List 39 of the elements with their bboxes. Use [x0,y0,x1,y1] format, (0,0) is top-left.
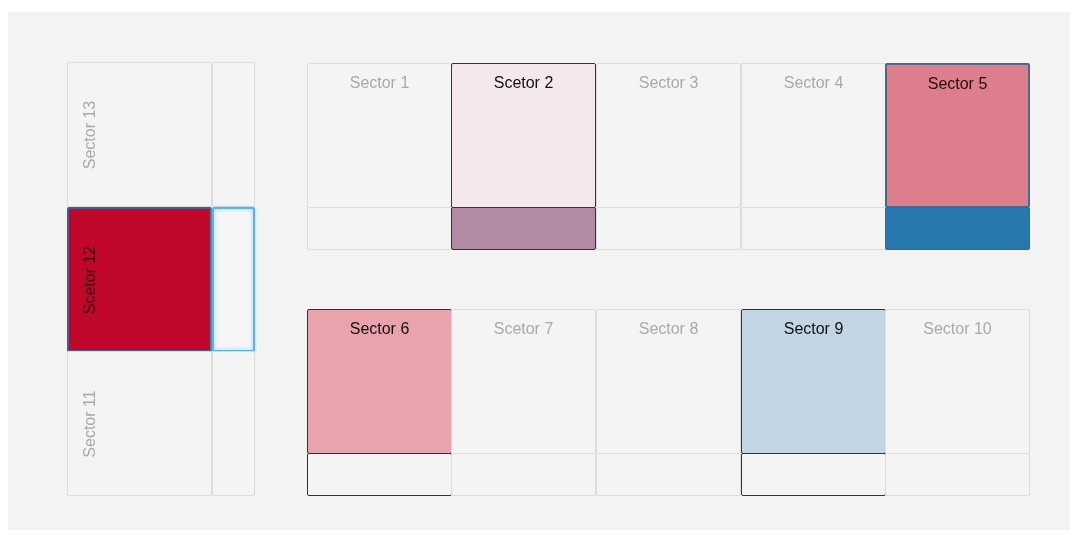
sector-label: Sector 5 [926,75,989,93]
sector-strip [451,453,596,496]
sector-box [741,309,886,454]
sector-box [741,63,886,208]
sector-box [67,351,212,496]
sector-strip [741,207,886,250]
sector-label: Sector 3 [637,74,700,92]
sector-strip [596,207,741,250]
sector-box [885,309,1030,454]
sector-box [885,63,1030,208]
sector-strip [212,351,255,496]
sector-label: Scetor 7 [492,320,555,338]
sector-label: Sector 9 [782,320,845,338]
sector-box [596,63,741,208]
sector-label: Scetor 2 [492,74,555,92]
sector-box [307,63,452,208]
sector-label: Sector 6 [348,320,411,338]
sector-strip [307,207,452,250]
sector-label: Sector 13 [80,100,99,169]
sector-box [67,207,212,352]
sector-strip [596,453,741,496]
sector-strip [212,207,255,352]
sector-box [451,309,596,454]
sector-box [307,309,452,454]
sector-strip [885,453,1030,496]
sector-label: Sector 10 [922,320,993,338]
sector-box [67,62,212,207]
sector-box [596,309,741,454]
sector-strip [741,453,886,496]
sector-label: Sector 4 [782,74,845,92]
sector-label: Sector 1 [348,74,411,92]
sector-strip [451,207,596,250]
sector-strip [307,453,452,496]
sector-label: Sector 11 [80,389,99,458]
sector-strip [885,207,1030,250]
sector-box [451,63,596,208]
sector-strip [212,62,255,207]
sector-label: Scetor 12 [80,245,99,314]
sector-label: Sector 8 [637,320,700,338]
